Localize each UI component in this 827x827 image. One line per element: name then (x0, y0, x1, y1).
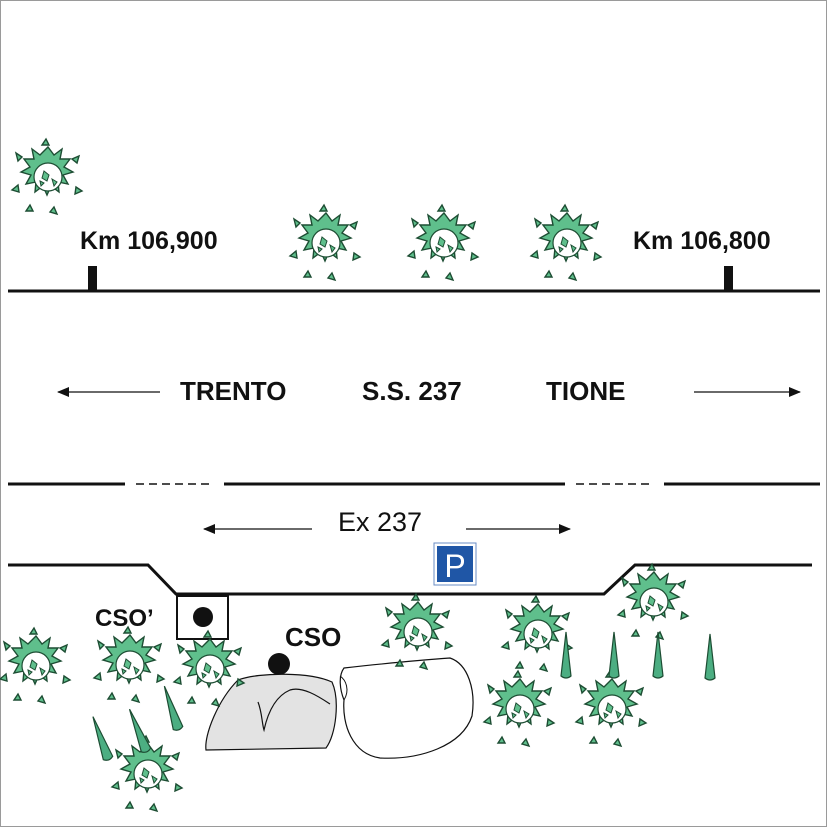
conifer-spike-icon (87, 714, 114, 763)
cso-point (268, 653, 290, 675)
tree-icon (381, 593, 453, 670)
conifer-spike-icon (608, 631, 620, 679)
tree-icon (501, 595, 573, 672)
rock-white (339, 657, 474, 759)
label-road: S.S. 237 (362, 376, 462, 406)
conifer-spike-icon (704, 633, 716, 681)
tree-icon (617, 563, 689, 640)
label-ex-road: Ex 237 (338, 507, 422, 537)
conifer-spike-icon (560, 631, 572, 679)
tree-icon (483, 670, 555, 747)
parking-label: P (444, 548, 465, 584)
label-tione: TIONE (546, 376, 625, 406)
km-marker-icon (724, 266, 733, 290)
tree-icon (289, 204, 361, 281)
rock-gray (205, 673, 337, 751)
conifer-spike-icon (159, 684, 184, 733)
tree-icon (575, 670, 647, 747)
cso-prime-point (193, 607, 213, 627)
conifer-spike-icon (124, 706, 152, 755)
label-cso: CSO (285, 622, 341, 652)
tree-icon (530, 204, 602, 281)
label-trento: TRENTO (180, 376, 286, 406)
tree-icon (93, 626, 165, 703)
km-label-left: Km 106,900 (80, 227, 218, 255)
tree-icon (407, 204, 479, 281)
road-edge-bottom (8, 563, 812, 596)
km-label-right: Km 106,800 (633, 227, 771, 255)
km-marker-icon (88, 266, 97, 290)
tree-icon (11, 138, 83, 215)
label-cso-prime: CSO’ (95, 605, 154, 632)
tree-icon (0, 627, 71, 704)
parking-sign-icon: P (433, 542, 477, 586)
